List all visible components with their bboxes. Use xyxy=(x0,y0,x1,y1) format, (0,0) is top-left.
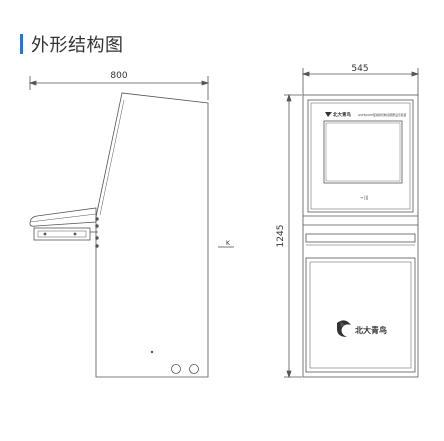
cabinet-logo xyxy=(337,320,351,337)
side-bezel-line xyxy=(99,99,125,216)
front-cabinet-outline xyxy=(302,94,419,378)
front-dim-arrow-left xyxy=(301,71,310,77)
hinge-marker xyxy=(95,244,99,248)
side-drawer-inner xyxy=(37,230,87,238)
monitor-logo-text: 北大青鸟 xyxy=(333,111,351,118)
height-label: 1245 xyxy=(276,225,286,248)
section-marker-label: K xyxy=(226,240,231,247)
monitor-frame xyxy=(307,99,414,213)
height-dim-arrow-top xyxy=(286,93,292,102)
side-view xyxy=(28,76,210,378)
front-view xyxy=(284,68,420,379)
bird-logo-icon xyxy=(325,112,332,117)
side-width-label: 800 xyxy=(110,71,127,81)
monitor-logo xyxy=(325,112,332,117)
side-dim-arrow-right xyxy=(201,80,210,86)
front-dim-arrow-right xyxy=(411,71,420,77)
monitor-screen xyxy=(323,120,403,184)
caster-wheel xyxy=(171,364,181,374)
monitor-controls: → ||| xyxy=(360,195,369,200)
front-keyboard-shelf xyxy=(305,233,416,243)
hinge-marker xyxy=(95,236,99,240)
section-title: 外形结构图 xyxy=(31,35,124,56)
hinge-marker xyxy=(95,217,99,221)
side-cabinet-outline xyxy=(95,92,209,378)
lower-cabinet-door-inner xyxy=(309,261,412,369)
front-width-label: 545 xyxy=(351,64,368,74)
lower-cabinet-door xyxy=(305,257,416,373)
side-drawer xyxy=(33,227,91,241)
side-dim-arrow-left xyxy=(28,80,37,86)
bird-wing-icon xyxy=(340,321,345,327)
monitor-bezel xyxy=(310,102,411,210)
caster-wheel xyxy=(189,364,199,374)
side-keyboard-shelf xyxy=(29,207,97,227)
side-shelf-edge xyxy=(29,213,97,223)
height-dim-arrow-bottom xyxy=(286,370,292,379)
monitor-caption: GST5000H型消防控制室图形显示装置 xyxy=(358,113,407,117)
title-accent-bar xyxy=(20,34,23,54)
side-drawer-screw xyxy=(43,232,47,236)
side-screw xyxy=(150,350,154,354)
cabinet-brand-text: 北大青鸟 xyxy=(355,325,387,335)
section-header: 外形结构图 xyxy=(20,32,124,56)
bird-logo-icon xyxy=(337,320,351,337)
monitor-screen-inner xyxy=(325,122,401,182)
side-drawer-screw xyxy=(73,232,77,236)
hinge-marker xyxy=(95,224,99,228)
